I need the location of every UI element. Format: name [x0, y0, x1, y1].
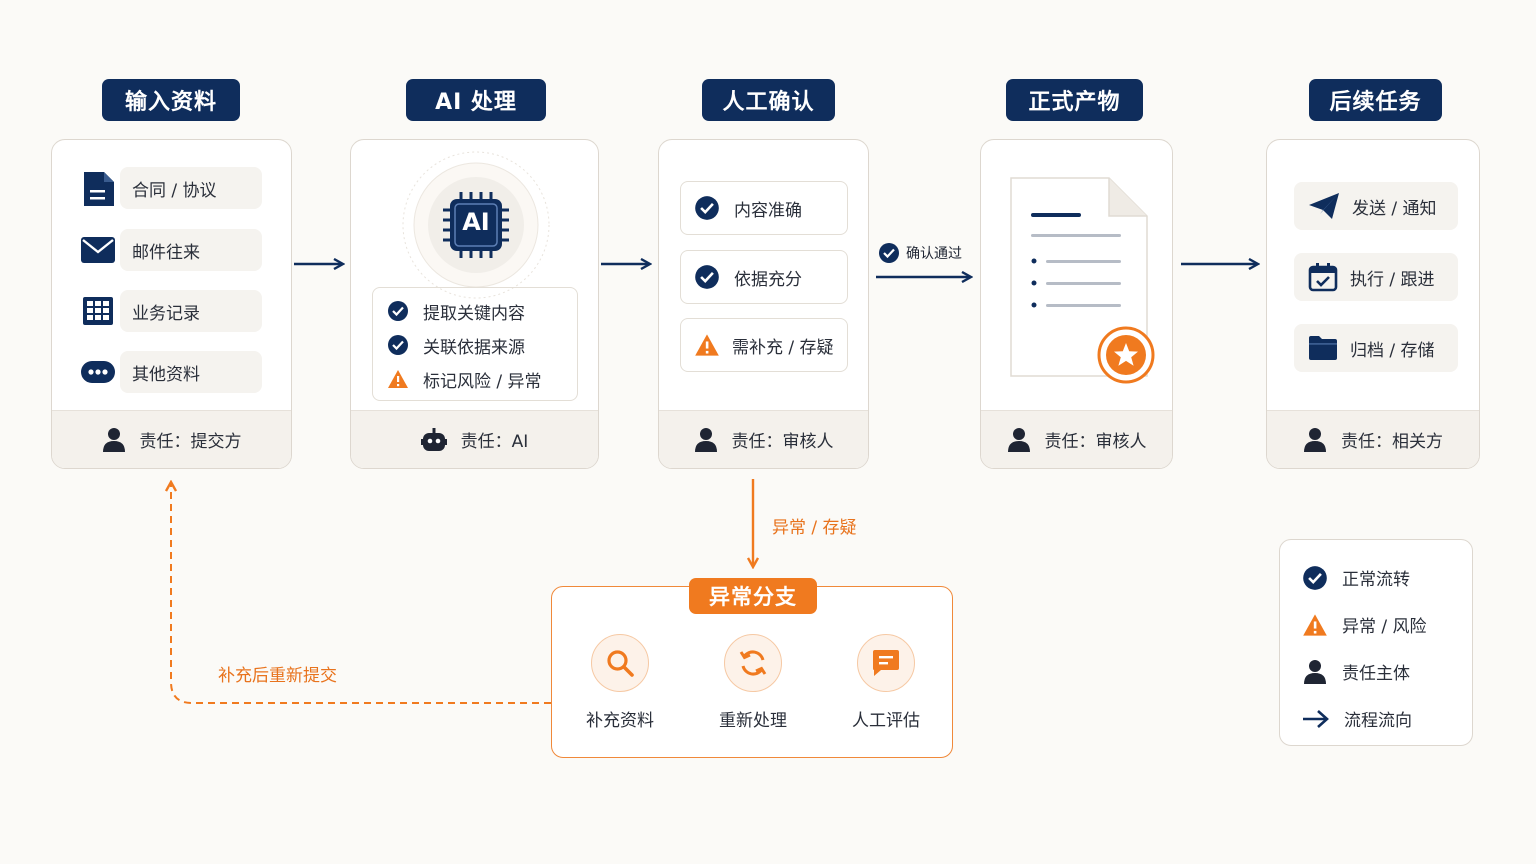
check-icon	[387, 334, 409, 356]
stage-card-output: 责任：审核人	[980, 139, 1173, 469]
stage-card-ai: AI 提取关键内容 关联依据来源 标记风险 / 异常 责任：AI	[350, 139, 599, 469]
warning-icon	[1302, 613, 1328, 637]
send-icon	[1308, 192, 1340, 220]
chat-icon	[857, 634, 915, 692]
stage-title-ai: AI 处理	[406, 79, 546, 121]
stage-card-input: 合同 / 协议 邮件往来 业务记录 其他资料 责任：提交方	[51, 139, 292, 469]
star-seal-icon	[1097, 326, 1155, 384]
stage-title-review: 人工确认	[702, 79, 835, 121]
ai-task-list: 提取关键内容 关联依据来源 标记风险 / 异常	[372, 287, 578, 401]
ai-task-extract: 提取关键内容	[387, 294, 577, 328]
item-label: 关联依据来源	[423, 337, 525, 358]
item-label: 合同 / 协议	[132, 180, 217, 201]
ai-chip-label: AI	[462, 208, 490, 236]
item-label: 需补充 / 存疑	[732, 337, 834, 358]
input-item-contract: 合同 / 协议	[120, 167, 262, 209]
exception-branch-title: 异常分支	[689, 578, 817, 614]
item-label: 执行 / 跟进	[1350, 269, 1435, 290]
table-icon	[82, 296, 114, 326]
check-icon	[694, 195, 720, 221]
item-label: 标记风险 / 异常	[423, 371, 542, 392]
edge-label-text: 确认通过	[906, 246, 962, 262]
item-label: 其他资料	[132, 364, 200, 385]
edge-label-exception: 异常 / 存疑	[772, 518, 857, 538]
followup-item-send: 发送 / 通知	[1294, 182, 1458, 230]
stage-owner: 责任：审核人	[981, 410, 1172, 468]
person-icon	[102, 427, 126, 453]
check-icon	[1302, 565, 1328, 591]
edge-label-resubmit: 补充后重新提交	[218, 666, 337, 686]
stage-owner: 责任：提交方	[52, 410, 291, 468]
owner-label: 责任：审核人	[1044, 432, 1147, 452]
legend-item-flow: 流程流向	[1302, 695, 1472, 742]
warning-icon	[694, 333, 720, 357]
document-icon	[82, 170, 116, 208]
stage-title-input: 输入资料	[102, 79, 240, 121]
item-label: 发送 / 通知	[1352, 198, 1437, 219]
branch-item-supplement: 补充资料	[570, 634, 670, 731]
calendar-check-icon	[1308, 262, 1338, 292]
search-icon	[591, 634, 649, 692]
branch-item-reprocess: 重新处理	[703, 634, 803, 731]
arrow-right-icon	[1302, 708, 1330, 730]
owner-label: 责任：提交方	[139, 432, 242, 452]
input-item-other: 其他资料	[120, 351, 262, 393]
stage-owner: 责任：AI	[351, 410, 598, 468]
person-icon	[1302, 659, 1328, 685]
item-label: 提取关键内容	[423, 303, 525, 324]
more-icon	[80, 360, 116, 384]
legend-label: 责任主体	[1342, 664, 1410, 684]
warning-icon	[387, 369, 409, 389]
stage-card-review: 内容准确 依据充分 需补充 / 存疑 责任：审核人	[658, 139, 869, 469]
input-item-records: 业务记录	[120, 290, 262, 332]
legend-label: 流程流向	[1344, 711, 1412, 731]
item-label: 内容准确	[734, 200, 802, 221]
followup-item-archive: 归档 / 存储	[1294, 324, 1458, 372]
owner-label: 责任：相关方	[1341, 432, 1443, 452]
review-item-accurate: 内容准确	[680, 181, 848, 235]
ai-task-link: 关联依据来源	[387, 328, 577, 362]
owner-label: 责任：审核人	[731, 432, 834, 452]
person-icon	[1303, 427, 1327, 453]
item-label: 归档 / 存储	[1350, 340, 1435, 361]
ai-task-flag: 标记风险 / 异常	[387, 362, 577, 396]
legend-item-normal: 正常流转	[1302, 554, 1472, 601]
check-icon	[878, 242, 900, 264]
check-icon	[387, 300, 409, 322]
legend-label: 异常 / 风险	[1342, 617, 1427, 637]
official-document-icon	[1010, 177, 1148, 377]
mail-icon	[80, 236, 116, 264]
item-label: 依据充分	[734, 269, 802, 290]
review-item-evidence: 依据充分	[680, 250, 848, 304]
branch-item-label: 补充资料	[586, 711, 654, 731]
item-label: 邮件往来	[132, 242, 200, 263]
followup-item-execute: 执行 / 跟进	[1294, 253, 1458, 301]
branch-item-manual: 人工评估	[836, 634, 936, 731]
branch-item-label: 人工评估	[852, 711, 920, 731]
edge-label-approved: 确认通过	[878, 242, 962, 264]
person-icon	[1007, 427, 1031, 453]
legend-item-risk: 异常 / 风险	[1302, 601, 1472, 648]
legend-label: 正常流转	[1342, 570, 1410, 590]
folder-icon	[1308, 335, 1338, 361]
review-item-doubt: 需补充 / 存疑	[680, 318, 848, 372]
legend: 正常流转 异常 / 风险 责任主体 流程流向	[1279, 539, 1473, 746]
stage-title-followup: 后续任务	[1309, 79, 1442, 121]
input-item-mail: 邮件往来	[120, 229, 262, 271]
ai-chip-icon	[402, 151, 550, 299]
stage-card-followup: 发送 / 通知 执行 / 跟进 归档 / 存储 责任：相关方	[1266, 139, 1480, 469]
branch-item-label: 重新处理	[719, 711, 787, 731]
check-icon	[694, 264, 720, 290]
person-icon	[694, 427, 718, 453]
refresh-icon	[724, 634, 782, 692]
stage-title-output: 正式产物	[1006, 79, 1143, 121]
owner-label: 责任：AI	[460, 432, 529, 452]
legend-item-owner: 责任主体	[1302, 648, 1472, 695]
stage-owner: 责任：相关方	[1267, 410, 1479, 468]
stage-owner: 责任：审核人	[659, 410, 868, 468]
robot-icon	[420, 427, 447, 452]
item-label: 业务记录	[132, 303, 200, 324]
